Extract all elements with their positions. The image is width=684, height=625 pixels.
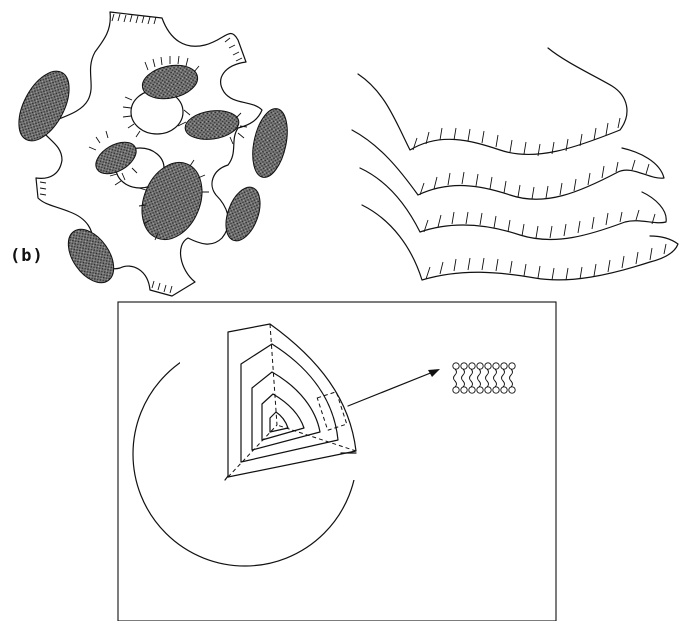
micelle-center-left xyxy=(90,136,141,181)
lipid-head xyxy=(509,387,515,393)
lipid-head xyxy=(477,363,483,369)
lamella-layer-4 xyxy=(362,205,678,280)
lipid-head xyxy=(485,387,491,393)
lamella-layer-1-ticks xyxy=(413,118,620,156)
cutaway-mask xyxy=(180,320,380,480)
lipid-head xyxy=(469,387,475,393)
callout-arrow-head xyxy=(428,369,440,377)
lipid-head xyxy=(501,387,507,393)
lipid-tail xyxy=(478,369,481,387)
lipid-head xyxy=(453,387,459,393)
lipid-tail xyxy=(454,369,457,387)
lipid-head xyxy=(509,363,515,369)
micelle-lower-right xyxy=(219,183,266,246)
micelle-center-large xyxy=(131,153,213,248)
lipid-head xyxy=(493,387,499,393)
micelle-center-right xyxy=(183,107,240,142)
lipid-tail xyxy=(486,369,489,387)
lipid-head xyxy=(485,363,491,369)
lipid-head xyxy=(453,363,459,369)
micelle-top xyxy=(139,61,200,104)
lipid-tail xyxy=(510,369,513,387)
panel-label-b: (b) xyxy=(10,246,44,266)
onion-panel xyxy=(118,302,556,621)
lipid-head xyxy=(461,363,467,369)
micelle-left xyxy=(9,63,80,149)
lipid-head xyxy=(461,387,467,393)
lipid-tail xyxy=(502,369,505,387)
bilayer-inset xyxy=(453,363,515,393)
lipid-head xyxy=(493,363,499,369)
bilayer-heads-top xyxy=(453,363,515,393)
lamella-layer-4-ticks xyxy=(426,244,666,280)
micelle-right xyxy=(247,105,293,180)
sponge-micelles xyxy=(9,56,293,291)
lipid-head xyxy=(501,363,507,369)
lamellae-panel xyxy=(352,48,678,280)
lamella-layer-2-ticks xyxy=(420,160,649,199)
lipid-tail xyxy=(462,369,465,387)
sponge-panel xyxy=(9,12,293,296)
lipid-head xyxy=(477,387,483,393)
lipid-tail xyxy=(494,369,497,387)
lipid-head xyxy=(469,363,475,369)
lamella-layer-1 xyxy=(358,48,627,154)
lipid-tail xyxy=(470,369,473,387)
